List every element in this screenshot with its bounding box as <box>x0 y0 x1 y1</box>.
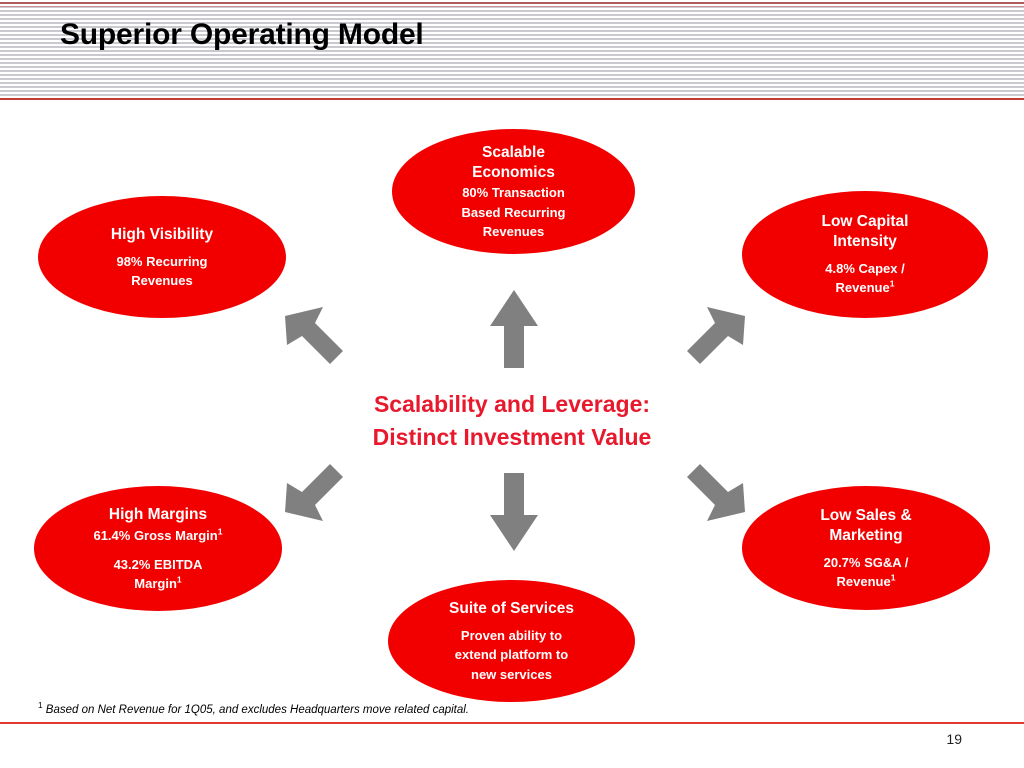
header-band <box>0 0 1024 100</box>
node-metric-line3: Revenues <box>482 223 545 239</box>
footer-rule <box>0 722 1024 724</box>
node-metric-text: 61.4% Gross Margin <box>93 527 218 543</box>
node-metric-text: Revenue <box>836 573 891 589</box>
footnote-ref: 1 <box>217 526 223 537</box>
node-title: High Margins <box>108 505 208 523</box>
page-title: Superior Operating Model <box>60 18 424 51</box>
node-metric-line2: 43.2% EBITDA <box>113 556 203 572</box>
node-metric-text: Revenue <box>835 280 890 296</box>
node-title-line2: Marketing <box>829 526 903 544</box>
node-title-line2: Intensity <box>833 233 897 251</box>
node-metric-line1: 4.8% Capex / <box>825 261 905 277</box>
center-headline: Scalability and Leverage: Distinct Inves… <box>292 388 732 453</box>
node-suite-of-services[interactable]: Suite of Services Proven ability to exte… <box>388 580 635 702</box>
arrow-up-icon <box>490 290 538 368</box>
node-metric-line3: new services <box>471 666 552 682</box>
node-title-line1: Scalable <box>482 143 545 161</box>
node-metric-line1: 98% Recurring <box>116 253 208 269</box>
node-low-capital-intensity[interactable]: Low Capital Intensity 4.8% Capex / Reven… <box>742 191 988 318</box>
center-headline-line1: Scalability and Leverage: <box>373 391 651 417</box>
node-title: Suite of Services <box>449 600 574 618</box>
arrow-down-icon <box>490 473 538 551</box>
node-scalable-economics[interactable]: Scalable Economics 80% Transaction Based… <box>392 129 635 254</box>
node-metric-line2: Revenue1 <box>836 572 896 590</box>
node-title: High Visibility <box>110 225 214 243</box>
node-metric-line2: extend platform to <box>454 647 569 663</box>
node-title-line2: Economics <box>472 163 555 181</box>
node-metric-line3: Margin1 <box>134 574 182 592</box>
node-low-sales-marketing[interactable]: Low Sales & Marketing 20.7% SG&A / Reven… <box>742 486 990 610</box>
page-number: 19 <box>946 731 962 747</box>
header-top-rule <box>0 2 1024 4</box>
footnote: 1 Based on Net Revenue for 1Q05, and exc… <box>38 701 470 716</box>
node-metric-line1: Proven ability to <box>460 628 563 644</box>
arrow-up-left-icon <box>285 307 343 364</box>
footnote-ref: 1 <box>890 572 896 583</box>
header-bottom-rule <box>0 98 1024 100</box>
arrow-down-left-icon <box>285 464 343 521</box>
arrow-down-right-icon <box>687 464 745 521</box>
node-high-visibility[interactable]: High Visibility 98% Recurring Revenues <box>38 196 286 318</box>
node-metric-text: Margin <box>134 576 177 592</box>
node-metric-line1: 20.7% SG&A / <box>823 554 909 570</box>
header-top-rule-secondary <box>0 6 1024 7</box>
footnote-ref: 1 <box>176 574 182 585</box>
footnote-text: Based on Net Revenue for 1Q05, and exclu… <box>42 704 470 716</box>
node-metric-line1: 61.4% Gross Margin1 <box>93 526 223 544</box>
node-metric-line2: Revenue1 <box>836 280 895 296</box>
footnote-marker: 1 <box>38 701 43 711</box>
node-metric-line2: Revenues <box>131 272 193 288</box>
arrow-up-right-icon <box>687 307 745 364</box>
node-metric-line2: Based Recurring <box>461 204 566 220</box>
center-headline-line2: Distinct Investment Value <box>372 423 652 450</box>
node-high-margins[interactable]: High Margins 61.4% Gross Margin1 43.2% E… <box>34 486 282 611</box>
footnote-ref: 1 <box>889 279 895 289</box>
node-title-line1: Low Capital <box>821 213 909 231</box>
node-metric-line1: 80% Transaction <box>462 185 565 201</box>
node-title-line1: Low Sales & <box>820 506 912 524</box>
